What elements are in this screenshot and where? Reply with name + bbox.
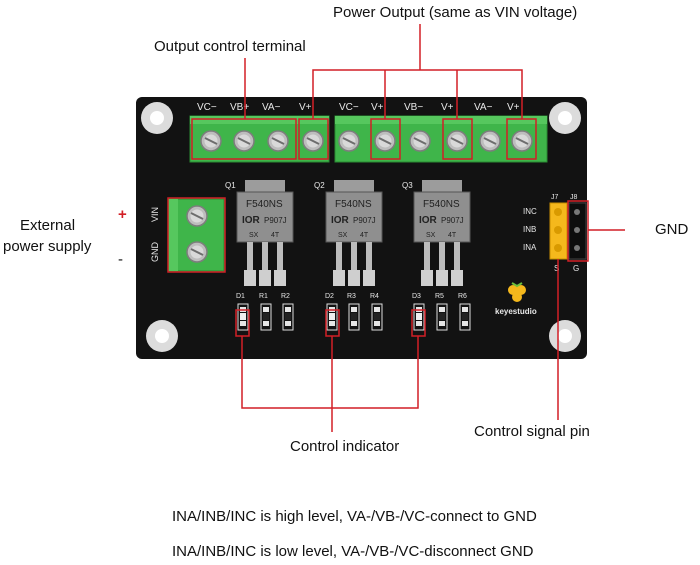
- smd-label: R6: [458, 293, 467, 300]
- terminal-screw-9: [479, 130, 501, 152]
- terminal-label: VB−: [404, 102, 423, 113]
- mosfet-ref: Q3: [402, 181, 413, 190]
- label-power-output: Power Output (same as VIN voltage): [333, 4, 578, 21]
- keyestudio-logo: [508, 282, 526, 302]
- header-j8: [568, 202, 587, 260]
- terminal-label: VA−: [262, 102, 281, 113]
- terminal-screw-7: [409, 130, 431, 152]
- label-control-indicator: Control indicator: [290, 438, 400, 455]
- mosfet-sub2: 4T: [271, 232, 280, 239]
- label-external-line1: External: [20, 217, 76, 234]
- header-label: J7: [551, 194, 559, 201]
- terminal-screw-2: [233, 130, 255, 152]
- header-j7: [549, 202, 568, 260]
- power-label: GND: [150, 242, 160, 263]
- terminal-label: VA−: [474, 102, 493, 113]
- mounting-hole-tl: [141, 102, 173, 134]
- mosfet-sub2: 4T: [448, 232, 457, 239]
- mounting-hole-bl: [146, 320, 178, 352]
- mosfet-ref: Q1: [225, 181, 236, 190]
- smd-label: D2: [325, 293, 334, 300]
- smd-label: D3: [412, 293, 421, 300]
- smd-r5: R5: [435, 293, 448, 331]
- mosfet-ref: Q2: [314, 181, 325, 190]
- terminal-label: V+: [299, 102, 312, 113]
- label-gnd: GND: [655, 221, 689, 238]
- smd-label: R4: [370, 293, 379, 300]
- smd-label: R1: [259, 293, 268, 300]
- mosfet-code: P907J: [441, 216, 464, 225]
- brand-text: keyestudio: [495, 307, 537, 316]
- mosfet-sub2: 4T: [360, 232, 369, 239]
- terminal-screw-5: [338, 130, 360, 152]
- header-label: S: [554, 264, 559, 273]
- smd-label: R3: [347, 293, 356, 300]
- terminal-screw-6: [374, 130, 396, 152]
- smd-r2: R2: [281, 293, 294, 331]
- smd-label: R2: [281, 293, 290, 300]
- smd-label: D1: [236, 293, 245, 300]
- signal-label: INB: [523, 225, 536, 234]
- callout-lines: [167, 24, 625, 432]
- mosfet-sub1: SX: [338, 232, 348, 239]
- smd-r6: R6: [458, 293, 471, 331]
- label-external-line2: power supply: [3, 238, 92, 255]
- terminal-label: V+: [371, 102, 384, 113]
- power-label: VIN: [150, 207, 160, 222]
- header-label: G: [573, 264, 579, 273]
- terminal-label: VC−: [339, 102, 359, 113]
- mosfet-brand: IOR: [331, 215, 350, 226]
- power-screw-vin: [186, 205, 208, 227]
- terminal-label: V+: [441, 102, 454, 113]
- mosfet-code: P907J: [264, 216, 287, 225]
- label-control-signal-pin: Control signal pin: [474, 423, 590, 440]
- power-screw-gnd: [186, 241, 208, 263]
- header-label: J8: [570, 194, 578, 201]
- terminal-label: V+: [507, 102, 520, 113]
- note-high-level: INA/INB/INC is high level, VA-/VB-/VC-co…: [172, 508, 537, 525]
- smd-r4: R4: [370, 293, 383, 331]
- mounting-hole-br: [549, 320, 581, 352]
- terminal-screw-3: [267, 130, 289, 152]
- mosfet-brand: IOR: [419, 215, 438, 226]
- mosfet-sub1: SX: [249, 232, 259, 239]
- mosfet-sub1: SX: [426, 232, 436, 239]
- smd-r3: R3: [347, 293, 360, 331]
- terminal-screw-1: [200, 130, 222, 152]
- smd-r1: R1: [259, 293, 272, 331]
- smd-label: R5: [435, 293, 444, 300]
- label-minus: -: [118, 251, 123, 268]
- mounting-hole-tr: [549, 102, 581, 134]
- terminal-label: VB+: [230, 102, 249, 113]
- terminal-screw-10: [511, 130, 533, 152]
- terminal-screw-4: [302, 130, 324, 152]
- signal-label: INA: [523, 243, 537, 252]
- signal-label: INC: [523, 207, 537, 216]
- mosfet-part: F540NS: [246, 199, 283, 210]
- mosfet-part: F540NS: [335, 199, 372, 210]
- callout-control-box: [191, 118, 297, 160]
- label-output-control-terminal: Output control terminal: [154, 38, 306, 55]
- mosfet-brand: IOR: [242, 215, 261, 226]
- terminal-screw-8: [446, 130, 468, 152]
- note-low-level: INA/INB/INC is low level, VA-/VB-/VC-dis…: [172, 543, 534, 560]
- terminal-label: VC−: [197, 102, 217, 113]
- label-plus: +: [118, 206, 127, 223]
- mosfet-code: P907J: [353, 216, 376, 225]
- mosfet-part: F540NS: [423, 199, 460, 210]
